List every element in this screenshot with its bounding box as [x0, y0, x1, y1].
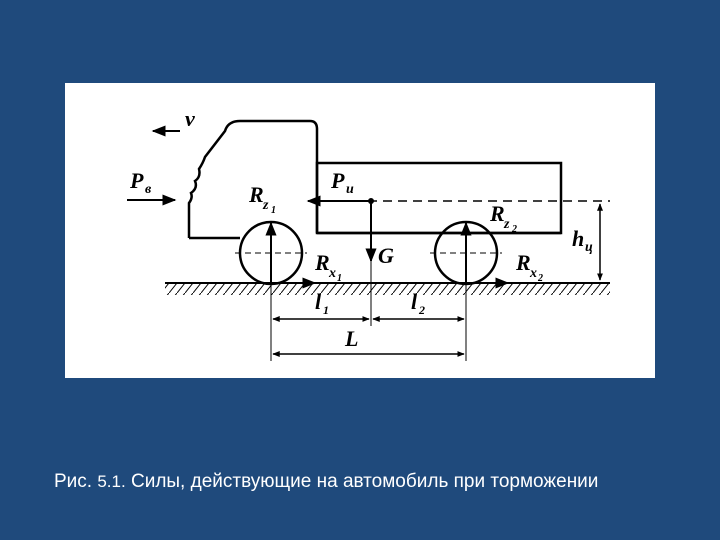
rx2-label: R — [515, 250, 531, 275]
rz2-subsubscript: 2 — [511, 224, 517, 235]
rx1-subscript: x — [328, 266, 336, 281]
air-resistance-label: P — [129, 168, 144, 193]
figure-panel: v P в R z 1 R z 2 R x 1 R x 2 P и G h ц … — [65, 83, 655, 378]
air-resistance-subscript: в — [145, 182, 152, 197]
rz2-subscript: z — [503, 217, 510, 232]
wheelbase-label: L — [344, 326, 358, 351]
weight-label: G — [378, 243, 394, 268]
velocity-label: v — [185, 106, 195, 131]
rx2-subsubscript: 2 — [537, 273, 543, 284]
cg-height-label: h — [572, 226, 584, 251]
inertia-force-label: P — [330, 168, 345, 193]
rz2-label: R — [489, 201, 505, 226]
caption-prefix: Рис. — [54, 471, 98, 492]
figure-caption: Рис. 5.1. Силы, действующие на автомобил… — [42, 468, 682, 495]
rx1-label: R — [314, 250, 330, 275]
l1-label: l — [315, 289, 322, 314]
rx1-subsubscript: 1 — [337, 273, 342, 284]
l1-subscript: 1 — [323, 303, 329, 317]
l2-label: l — [411, 289, 418, 314]
rx2-subscript: x — [529, 266, 537, 281]
l2-subscript: 2 — [418, 303, 425, 317]
ground-hatching — [165, 283, 610, 295]
rz1-label: R — [248, 182, 264, 207]
truck-cab — [187, 119, 319, 238]
rz1-subsubscript: 1 — [271, 205, 276, 216]
cg-height-subscript: ц — [585, 240, 593, 255]
inertia-force-subscript: и — [346, 182, 354, 197]
caption-text: Силы, действующие на автомобиль при торм… — [125, 471, 599, 492]
truck-cargo-box — [315, 161, 563, 235]
braking-forces-diagram: v P в R z 1 R z 2 R x 1 R x 2 P и G h ц … — [127, 106, 610, 361]
caption-number: 5.1. — [97, 472, 126, 491]
rz1-subscript: z — [262, 198, 269, 213]
